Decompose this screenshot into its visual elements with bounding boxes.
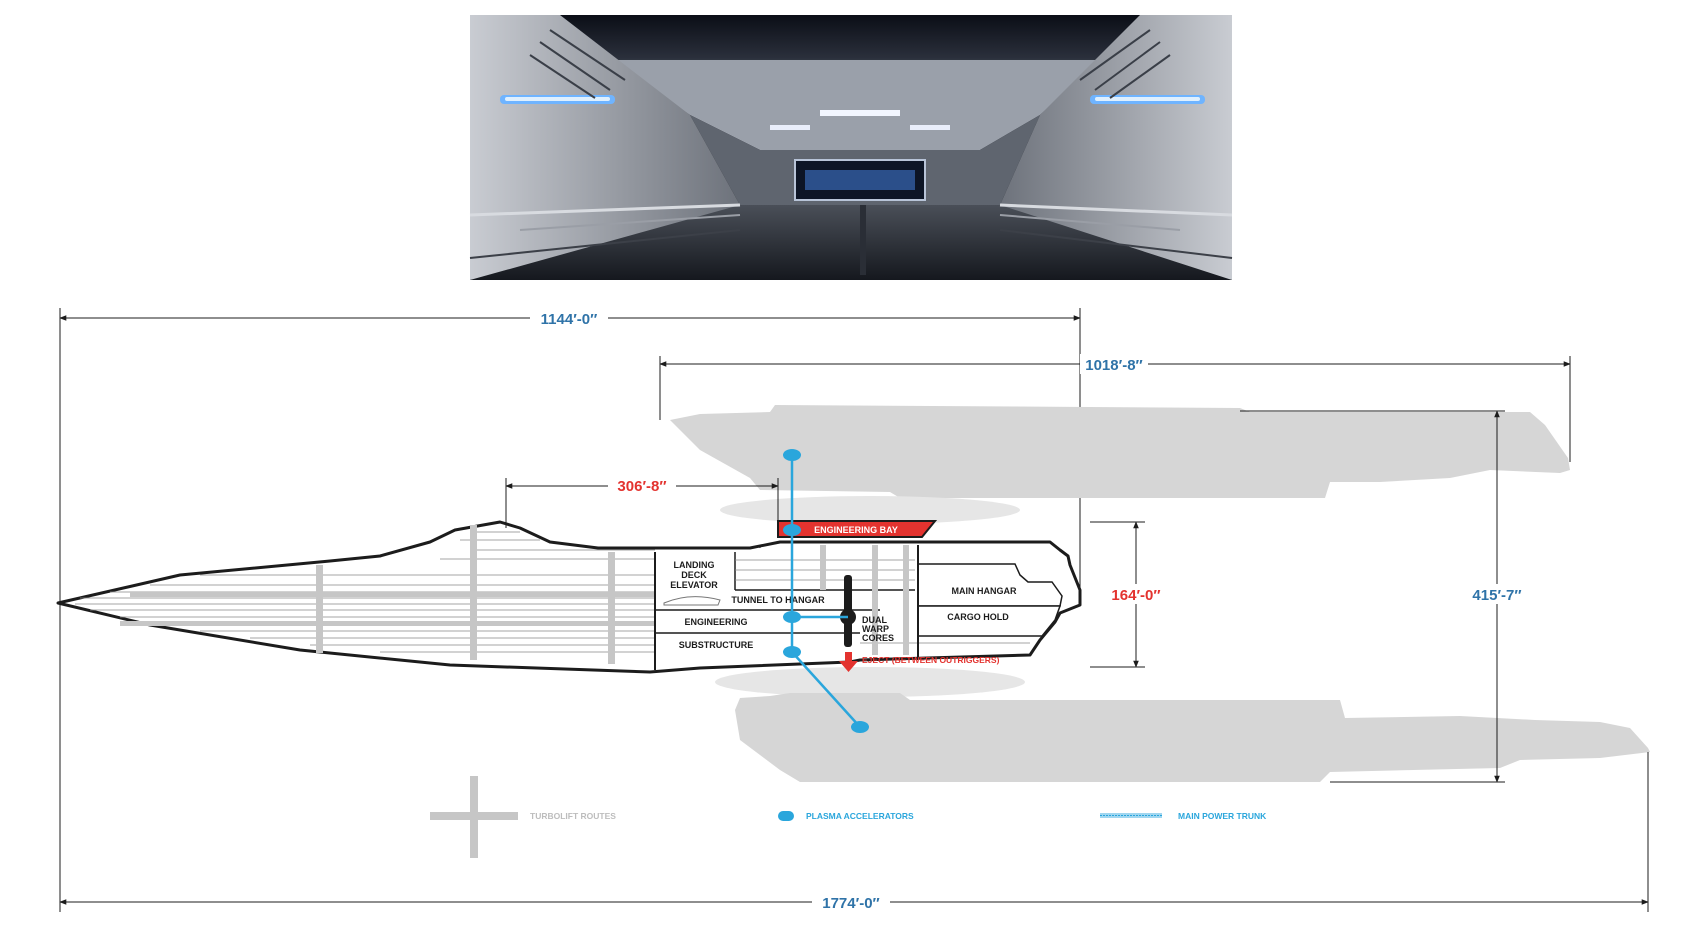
- turbolift-legend-icon: [430, 776, 518, 858]
- legend-turbolift-label: TURBOLIFT ROUTES: [530, 811, 616, 821]
- legend-plasma-label: PLASMA ACCELERATORS: [806, 811, 914, 821]
- engineering-label: ENGINEERING: [684, 617, 747, 627]
- landing-deck-label-1: LANDING: [674, 560, 715, 570]
- dual-warp-label-1: DUAL: [862, 615, 887, 625]
- upper-nacelle: [670, 405, 1570, 524]
- main-hull: [56, 520, 1082, 674]
- substructure-label: SUBSTRUCTURE: [679, 640, 754, 650]
- engineering-bay-label: ENGINEERING BAY: [814, 525, 898, 535]
- dimension-hull-height: 164′-0″: [1111, 587, 1160, 604]
- main-hangar-label: MAIN HANGAR: [952, 586, 1017, 596]
- dual-warp-label-2: WARP: [862, 624, 889, 634]
- plasma-accelerator-icons: [783, 449, 869, 733]
- dimension-overall-height: 415′-7″: [1472, 587, 1521, 604]
- legend-power-label: MAIN POWER TRUNK: [1178, 811, 1267, 821]
- dimension-nacelle-length: 1018′-8″: [1085, 357, 1143, 374]
- legend: TURBOLIFT ROUTES PLASMA ACCELERATORS MAI…: [430, 776, 1267, 858]
- eject-label: EJECT (BETWEEN OUTRIGGERS): [862, 655, 1000, 665]
- dimension-hull-length: 1144′-0″: [541, 311, 598, 328]
- lower-nacelle: [715, 667, 1650, 782]
- engineering-bay: ENGINEERING BAY: [777, 520, 938, 538]
- dimension-overall-length: 1774′-0″: [822, 895, 880, 912]
- plasma-legend-icon: [778, 811, 794, 821]
- landing-deck-label-2: DECK: [681, 570, 707, 580]
- tunnel-to-hangar-label: TUNNEL TO HANGAR: [731, 595, 825, 605]
- landing-deck-label-3: ELEVATOR: [670, 580, 718, 590]
- dual-warp-label-3: CORES: [862, 633, 894, 643]
- corridor-render-image: [469, 15, 1233, 280]
- eject-arrow-icon: [839, 652, 858, 672]
- cargo-hold-label: CARGO HOLD: [947, 612, 1009, 622]
- dimension-forward-section: 306′-8″: [617, 478, 666, 495]
- power-trunk-legend-icon: [1100, 813, 1162, 818]
